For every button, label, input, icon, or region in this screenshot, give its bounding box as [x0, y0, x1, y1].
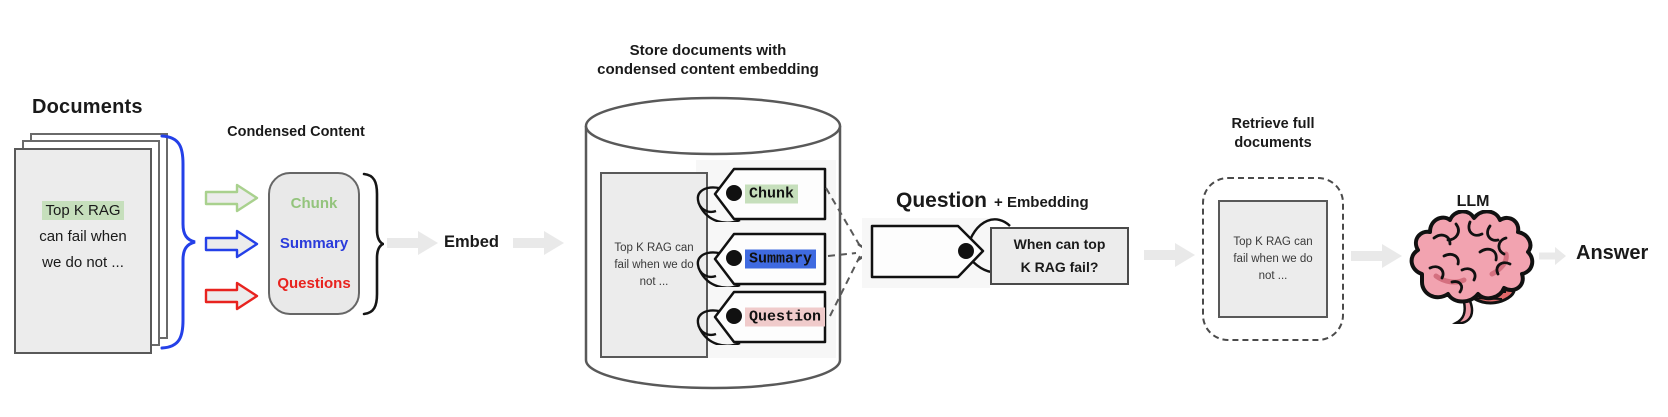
chunk-tag: Chunk	[688, 166, 828, 224]
gray-arrow-icon	[1144, 243, 1195, 267]
gray-arrow-icon	[1351, 244, 1402, 268]
gray-arrow-icon	[387, 231, 438, 255]
highlighted-snippet: Top K RAG	[42, 201, 124, 220]
gray-arrow-icon	[1539, 247, 1566, 265]
chunk-tag-label: Chunk	[745, 184, 799, 204]
gray-arrow-icon	[513, 231, 564, 255]
black-brace-icon	[362, 172, 384, 316]
condensed-content-box: Chunk Summary Questions	[268, 172, 360, 315]
retrieve-dashed-box	[1202, 177, 1344, 341]
document-page-front: Top K RAG can fail when we do not ...	[14, 148, 152, 354]
query-title-plus: + Embedding	[994, 194, 1089, 211]
document-page-text: Top K RAG can fail when we do not ...	[39, 201, 127, 271]
retrieve-title: Retrieve full documents	[1231, 116, 1315, 151]
condensed-item-chunk: Chunk	[290, 195, 338, 213]
green-arrow-icon	[204, 183, 259, 213]
embed-label: Embed	[444, 233, 500, 251]
store-title: Store documents with condensed content e…	[597, 42, 819, 78]
red-arrow-icon	[204, 281, 259, 311]
question-tag-label: Question	[745, 307, 826, 327]
retrieved-document: Top K RAG can fail when we do not ...	[1218, 200, 1328, 318]
query-title: Question + Embedding	[896, 189, 1089, 213]
summary-tag: Summary	[688, 231, 828, 289]
query-tag-icon	[870, 218, 1020, 279]
stored-document: Top K RAG can fail when we do not ...	[600, 172, 708, 358]
condensed-content-title: Condensed Content	[227, 124, 365, 140]
llm-label: LLM	[1456, 193, 1490, 210]
retrieved-document-text: Top K RAG can fail when we do not ...	[1233, 235, 1313, 282]
brain-icon	[1409, 210, 1535, 324]
summary-tag-label: Summary	[745, 249, 817, 269]
condensed-item-summary: Summary	[279, 234, 349, 252]
documents-title: Documents	[32, 96, 143, 118]
question-tag: Question	[688, 289, 828, 347]
stored-document-text: Top K RAG can fail when we do not ...	[614, 241, 694, 288]
blue-arrow-icon	[204, 229, 259, 259]
query-title-main: Question	[896, 189, 988, 212]
question-box: When can top K RAG fail?	[990, 227, 1129, 285]
answer-label: Answer	[1576, 242, 1649, 264]
blue-brace-icon	[160, 134, 196, 350]
condensed-item-questions: Questions	[277, 274, 351, 292]
